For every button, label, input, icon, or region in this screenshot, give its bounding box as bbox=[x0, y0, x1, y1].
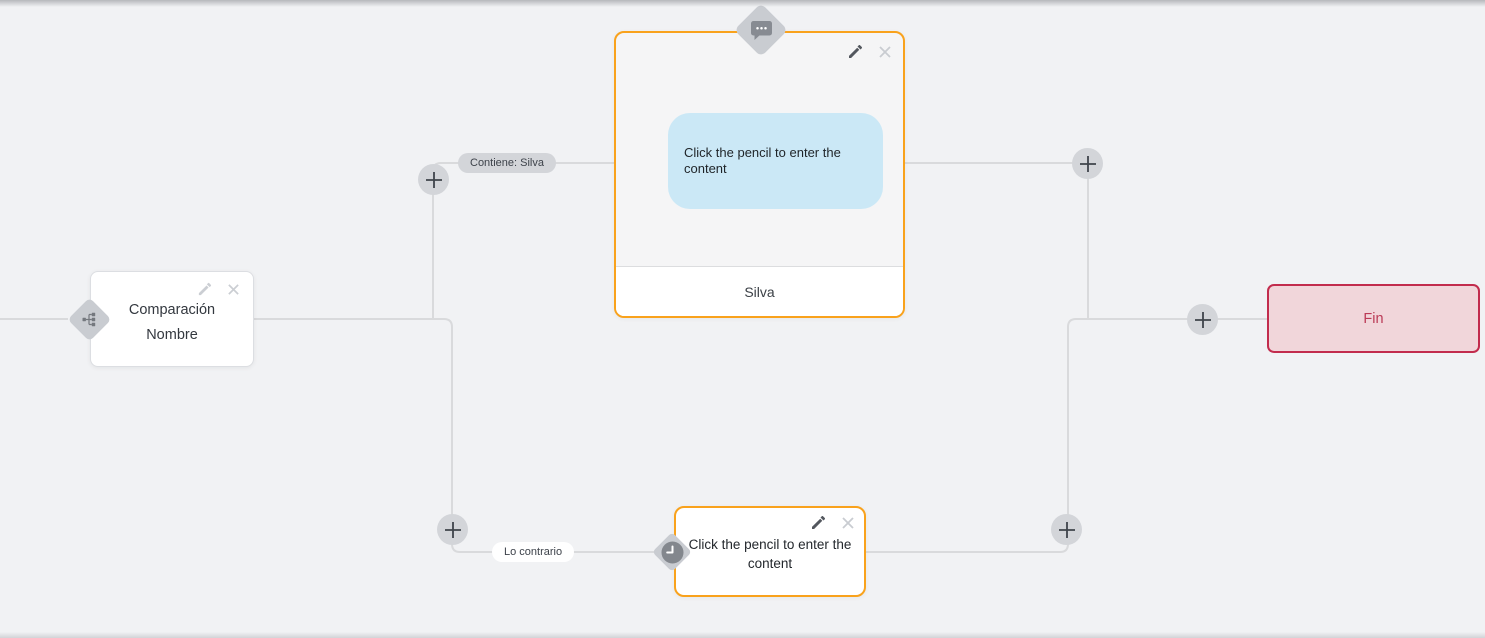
plus-icon bbox=[1079, 155, 1096, 172]
close-icon[interactable] bbox=[878, 45, 892, 59]
close-icon[interactable] bbox=[841, 516, 855, 530]
plus-icon bbox=[1194, 311, 1211, 328]
add-step-button-before-end[interactable] bbox=[1187, 304, 1218, 335]
edge-label-otherwise-text: Lo contrario bbox=[504, 546, 563, 558]
message-bubble: Click the pencil to enter the content bbox=[668, 113, 883, 209]
message-badge bbox=[734, 3, 788, 57]
add-step-button-otherwise[interactable] bbox=[437, 514, 468, 545]
edge-label-otherwise[interactable]: Lo contrario bbox=[492, 542, 575, 562]
message-node-footer: Silva bbox=[616, 266, 903, 316]
sitemap-icon bbox=[82, 312, 96, 327]
message-footer-text: Silva bbox=[744, 283, 775, 300]
add-step-button-after-otherwise[interactable] bbox=[1051, 514, 1082, 545]
end-node[interactable]: Fin bbox=[1267, 284, 1480, 353]
condition-badge bbox=[67, 297, 112, 342]
edge-label-contains[interactable]: Contiene: Silva bbox=[458, 153, 556, 173]
chat-dots-icon bbox=[750, 20, 772, 40]
end-node-label: Fin bbox=[1363, 310, 1384, 327]
add-step-button-after-message[interactable] bbox=[1072, 148, 1103, 179]
add-step-button-contains[interactable] bbox=[418, 164, 449, 195]
clock-icon bbox=[661, 541, 683, 563]
plus-icon bbox=[1058, 521, 1075, 538]
otherwise-badge bbox=[652, 532, 692, 572]
condition-title-line1: Comparación bbox=[128, 302, 216, 318]
condition-node[interactable]: Comparación Nombre bbox=[90, 271, 254, 367]
plus-icon bbox=[425, 171, 442, 188]
close-icon[interactable] bbox=[227, 283, 240, 296]
otherwise-node-text: Click the pencil to enter the content bbox=[688, 537, 852, 571]
otherwise-node[interactable]: Click the pencil to enter the content bbox=[674, 506, 866, 597]
message-node[interactable]: Click the pencil to enter the content Si… bbox=[614, 31, 905, 318]
condition-title-line2: Nombre bbox=[146, 327, 198, 343]
pencil-icon[interactable] bbox=[810, 515, 826, 531]
plus-icon bbox=[444, 521, 461, 538]
message-bubble-text: Click the pencil to enter the content bbox=[684, 145, 841, 176]
edge-label-contains-text: Contiene: Silva bbox=[470, 157, 544, 169]
pencil-icon[interactable] bbox=[197, 282, 212, 297]
pencil-icon[interactable] bbox=[847, 44, 863, 60]
